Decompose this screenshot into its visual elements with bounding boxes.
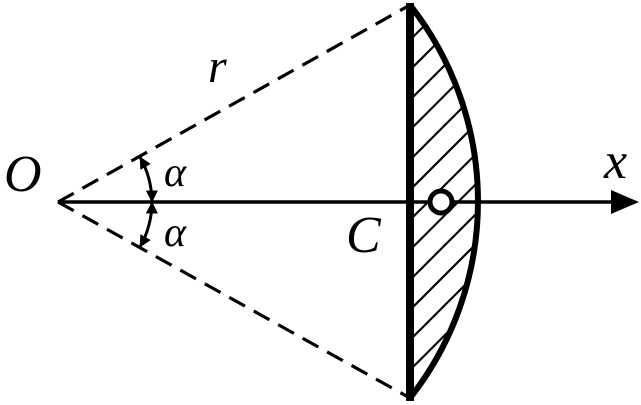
upper-angle-label: α bbox=[164, 150, 187, 196]
origin-label: O bbox=[4, 146, 42, 203]
lower-radius-dashed-line bbox=[57, 200, 411, 400]
point-c-label: C bbox=[346, 207, 382, 264]
x-axis-arrowhead bbox=[611, 190, 639, 214]
lower-angle-arc bbox=[138, 201, 158, 248]
radius-label: r bbox=[208, 40, 227, 93]
upper-angle-arc bbox=[138, 156, 158, 203]
x-axis-label: x bbox=[603, 133, 627, 190]
upper-radius-dashed-line bbox=[57, 3, 411, 204]
lower-angle-label: α bbox=[164, 210, 187, 256]
segment-arc bbox=[407, 3, 481, 400]
centroid-point bbox=[427, 188, 455, 216]
